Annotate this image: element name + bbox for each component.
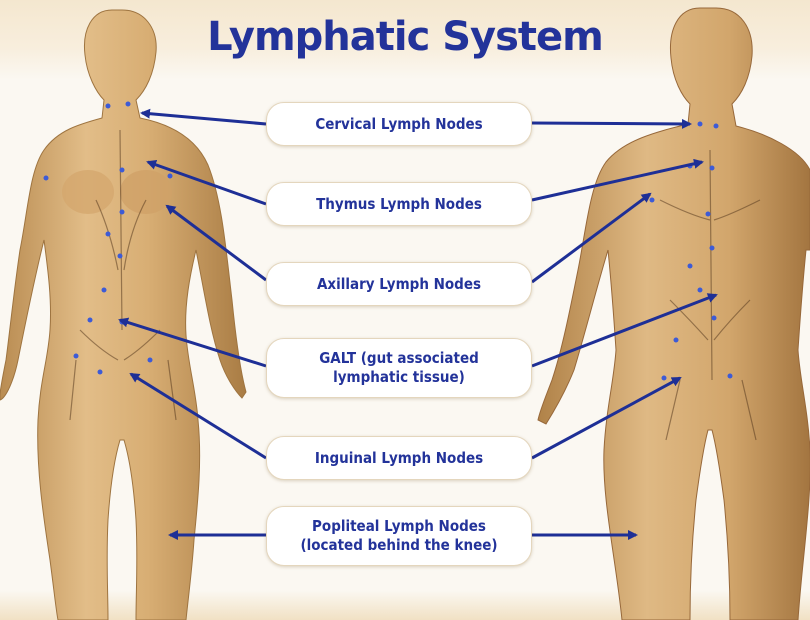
arrow-axillary-right — [531, 192, 652, 284]
label-axillary-lymph-nodes: Axillary Lymph Nodes — [266, 262, 532, 306]
female-figure — [0, 9, 247, 620]
arrow-thymus-right — [531, 158, 704, 202]
label-popliteal-lymph-nodes: Popliteal Lymph Nodes (located behind th… — [266, 506, 532, 566]
arrows — [118, 108, 718, 540]
page-title: Lymphatic System — [207, 14, 604, 60]
male-figure — [537, 7, 810, 620]
label-thymus-lymph-nodes: Thymus Lymph Nodes — [266, 182, 532, 226]
arrow-inguinal-left — [129, 372, 267, 460]
arrow-thymus-left — [146, 159, 267, 206]
arrow-cervical-left — [140, 108, 267, 126]
arrow-inguinal-right — [531, 376, 682, 460]
female-lymph-nodes — [43, 101, 173, 375]
arrow-galt-right — [531, 293, 718, 368]
arrow-galt-left — [118, 317, 267, 368]
arrow-cervical-right — [531, 118, 692, 129]
label-cervical-lymph-nodes: Cervical Lymph Nodes — [266, 102, 532, 146]
label-galt: GALT (gut associated lymphatic tissue) — [266, 338, 532, 398]
label-inguinal-lymph-nodes: Inguinal Lymph Nodes — [266, 436, 532, 480]
arrow-axillary-left — [165, 204, 267, 282]
